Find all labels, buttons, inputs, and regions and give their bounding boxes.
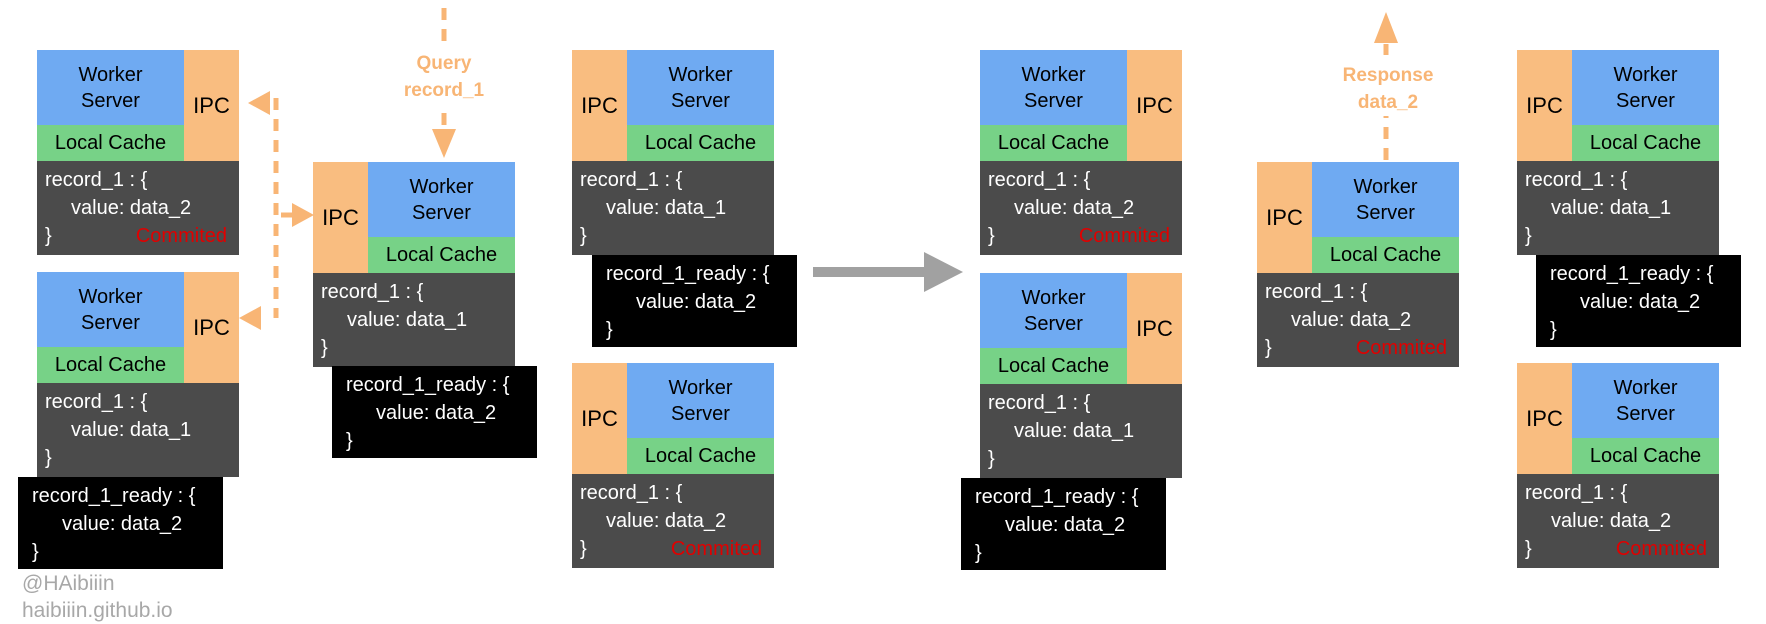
ready-record-box: record_1_ready : { value: data_2 } (18, 477, 223, 569)
ipc-block: IPC (1517, 363, 1572, 474)
worker-server-block: Worker Server (627, 363, 774, 438)
local-cache-block: Local Cache (368, 237, 515, 273)
transition-arrow (813, 252, 963, 292)
committed-label: Commited (1355, 337, 1447, 359)
ready-record-box: record_1_ready : { value: data_2 } (592, 255, 797, 347)
record-box: record_1 : { value: data_1 } (980, 384, 1182, 478)
response-arrow-label: Response data_2 (1313, 62, 1463, 116)
response-label-line1: Response (1342, 65, 1434, 86)
local-cache-block: Local Cache (1572, 438, 1719, 474)
record-box: record_1 : { value: data_2 } Commited (572, 474, 774, 568)
ipc-block: IPC (184, 272, 239, 383)
before-right-node-bottom: IPC Worker Server Local Cache record_1 :… (572, 363, 774, 568)
ipc-block: IPC (572, 363, 627, 474)
ready-record-box: record_1_ready : { value: data_2 } (961, 478, 1166, 570)
worker-server-block: Worker Server (37, 50, 184, 125)
ipc-block: IPC (572, 50, 627, 161)
after-right-node-bottom: IPC Worker Server Local Cache record_1 :… (1517, 363, 1719, 568)
after-left-node-bottom: Worker Server IPC Local Cache record_1 :… (980, 273, 1182, 478)
before-right-node-top: IPC Worker Server Local Cache record_1 :… (572, 50, 774, 255)
committed-label: Commited (135, 225, 227, 247)
local-cache-block: Local Cache (980, 125, 1127, 161)
query-label-line1: Query (416, 53, 472, 74)
committed-label: Commited (1078, 225, 1170, 247)
local-cache-block: Local Cache (627, 125, 774, 161)
worker-server-block: Worker Server (980, 273, 1127, 348)
worker-server-block: Worker Server (368, 162, 515, 237)
worker-server-block: Worker Server (627, 50, 774, 125)
local-cache-block: Local Cache (37, 347, 184, 383)
query-arrow-label: Query record_1 (369, 50, 519, 104)
ipc-block: IPC (1517, 50, 1572, 161)
record-box: record_1 : { value: data_1 } (1517, 161, 1719, 255)
worker-server-block: Worker Server (1572, 50, 1719, 125)
record-box: record_1 : { value: data_1 } (37, 383, 239, 477)
record-box: record_1 : { value: data_2 } Commited (1517, 474, 1719, 568)
response-label-line2: data_2 (1357, 92, 1419, 113)
after-query-node: IPC Worker Server Local Cache record_1 :… (1257, 162, 1459, 367)
ipc-block: IPC (184, 50, 239, 161)
query-arrow (432, 8, 456, 158)
after-left-node-top: Worker Server IPC Local Cache record_1 :… (980, 50, 1182, 255)
ready-record-box: record_1_ready : { value: data_2 } (1536, 255, 1741, 347)
worker-server-block: Worker Server (1572, 363, 1719, 438)
credit-handle: @HAibiiin (22, 572, 115, 595)
record-box: record_1 : { value: data_2 } Commited (37, 161, 239, 255)
query-label-line2: record_1 (403, 80, 485, 101)
credit: @HAibiiin haibiiin.github.io (22, 570, 173, 624)
local-cache-block: Local Cache (980, 348, 1127, 384)
worker-server-block: Worker Server (980, 50, 1127, 125)
committed-label: Commited (670, 538, 762, 560)
ipc-sync-arrows (239, 91, 314, 330)
worker-server-block: Worker Server (37, 272, 184, 347)
ready-record-box: record_1_ready : { value: data_2 } (332, 366, 537, 458)
ipc-block: IPC (1127, 273, 1182, 384)
local-cache-block: Local Cache (1572, 125, 1719, 161)
after-right-node-top: IPC Worker Server Local Cache record_1 :… (1517, 50, 1719, 255)
ipc-block: IPC (1127, 50, 1182, 161)
before-left-node-bottom: Worker Server IPC Local Cache record_1 :… (37, 272, 239, 477)
ipc-block: IPC (1257, 162, 1312, 273)
committed-label: Commited (1615, 538, 1707, 560)
local-cache-block: Local Cache (37, 125, 184, 161)
credit-site: haibiiin.github.io (22, 599, 173, 622)
before-left-node-top: Worker Server IPC Local Cache record_1 :… (37, 50, 239, 255)
local-cache-block: Local Cache (627, 438, 774, 474)
record-box: record_1 : { value: data_2 } Commited (1257, 273, 1459, 367)
record-box: record_1 : { value: data_1 } (572, 161, 774, 255)
ipc-block: IPC (313, 162, 368, 273)
response-arrow (1374, 12, 1398, 160)
record-box: record_1 : { value: data_2 } Commited (980, 161, 1182, 255)
record-box: record_1 : { value: data_1 } (313, 273, 515, 367)
local-cache-block: Local Cache (1312, 237, 1459, 273)
worker-server-block: Worker Server (1312, 162, 1459, 237)
before-query-node: IPC Worker Server Local Cache record_1 :… (313, 162, 515, 367)
